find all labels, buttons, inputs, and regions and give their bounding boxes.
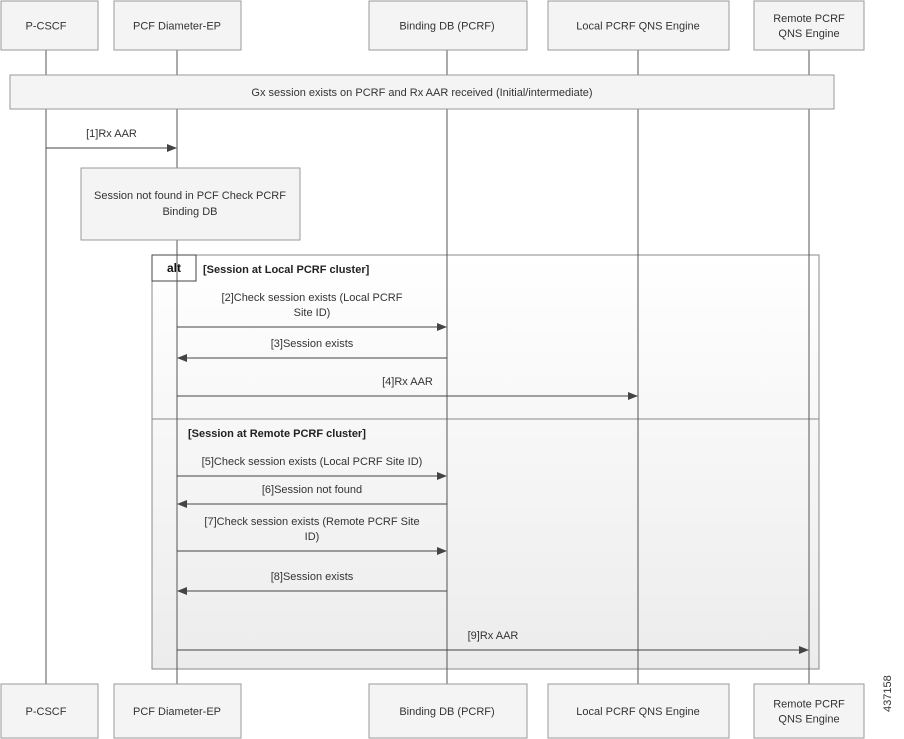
participant-box (547, 0, 730, 51)
message-label: ID) (305, 531, 320, 543)
message-8: [8]Session exists (177, 571, 447, 595)
message-label: [4]Rx AAR (382, 376, 433, 388)
participant-pcscf-top: P-CSCF (0, 0, 99, 51)
participant-box (113, 0, 242, 51)
message-5: [5]Check session exists (Local PCRF Site… (177, 456, 447, 480)
message-label: [8]Session exists (271, 571, 354, 583)
participant-box (0, 683, 99, 739)
alt-frame (151, 254, 820, 670)
banner-box (9, 74, 835, 110)
alt-guard-local: [Session at Local PCRF cluster] (203, 264, 370, 276)
note-box (80, 167, 301, 241)
participant-label: Binding DB (PCRF) (399, 21, 494, 33)
banner-text: Gx session exists on PCRF and Rx AAR rec… (251, 87, 592, 99)
participant-binding-bottom: Binding DB (PCRF) (368, 683, 528, 739)
alt-keyword-box (151, 254, 197, 282)
participant-label: PCF Diameter-EP (133, 706, 221, 718)
lifelines (45, 50, 810, 684)
alt-guard-remote: [Session at Remote PCRF cluster] (188, 428, 366, 440)
alt-fragment: alt [Session at Local PCRF cluster] [Ses… (151, 254, 820, 670)
message-label: [9]Rx AAR (468, 630, 519, 642)
participant-label: QNS Engine (778, 28, 839, 40)
message-label: [3]Session exists (271, 338, 354, 350)
message-label: [2]Check session exists (Local PCRF (222, 292, 403, 304)
message-label: Site ID) (294, 307, 331, 319)
participant-box (368, 0, 528, 51)
message-7: [7]Check session exists (Remote PCRF Sit… (177, 516, 447, 555)
messages: [1]Rx AAR [2]Check session exists (Local … (46, 128, 809, 654)
session-banner: Gx session exists on PCRF and Rx AAR rec… (9, 74, 835, 110)
message-label: [1]Rx AAR (86, 128, 137, 140)
message-9: [9]Rx AAR (177, 630, 809, 654)
participant-local-bottom: Local PCRF QNS Engine (547, 683, 730, 739)
message-6: [6]Session not found (177, 484, 447, 508)
participant-box (113, 683, 242, 739)
participant-pcf-top: PCF Diameter-EP (113, 0, 242, 51)
alt-keyword: alt (167, 261, 181, 275)
participant-label: PCF Diameter-EP (133, 21, 221, 33)
participants: P-CSCF P-CSCF PCF Diameter-EP PCF Diameter-… (0, 0, 865, 739)
participant-label: P-CSCF (26, 21, 67, 33)
participant-box (0, 0, 99, 51)
participant-box (753, 0, 865, 51)
participant-label: Remote PCRF (773, 699, 845, 711)
participant-binding-top: Binding DB (PCRF) (368, 0, 528, 51)
figure-id: 437158 (882, 675, 894, 712)
participant-pcf-bottom: PCF Diameter-EP (113, 683, 242, 739)
participant-label: P-CSCF (26, 706, 67, 718)
participant-local-top: Local PCRF QNS Engine (547, 0, 730, 51)
participant-box (547, 683, 730, 739)
participant-pcscf-bottom: P-CSCF (0, 683, 99, 739)
message-3: [3]Session exists (177, 338, 447, 362)
participant-label: Binding DB (PCRF) (399, 706, 494, 718)
participant-remote-top: Remote PCRF QNS Engine (753, 0, 865, 51)
participant-label: QNS Engine (778, 714, 839, 726)
participant-label: Local PCRF QNS Engine (576, 21, 700, 33)
message-1: [1]Rx AAR (46, 128, 177, 152)
participant-remote-bottom: Remote PCRF QNS Engine (753, 683, 865, 739)
message-2: [2]Check session exists (Local PCRF Site … (177, 292, 447, 331)
message-label: [6]Session not found (262, 484, 362, 496)
participant-box (753, 683, 865, 739)
participant-box (368, 683, 528, 739)
participant-label: Local PCRF QNS Engine (576, 706, 700, 718)
message-4: [4]Rx AAR (177, 376, 638, 400)
participant-label: Remote PCRF (773, 13, 845, 25)
message-label: [7]Check session exists (Remote PCRF Sit… (204, 516, 419, 528)
message-label: [5]Check session exists (Local PCRF Site… (202, 456, 423, 468)
